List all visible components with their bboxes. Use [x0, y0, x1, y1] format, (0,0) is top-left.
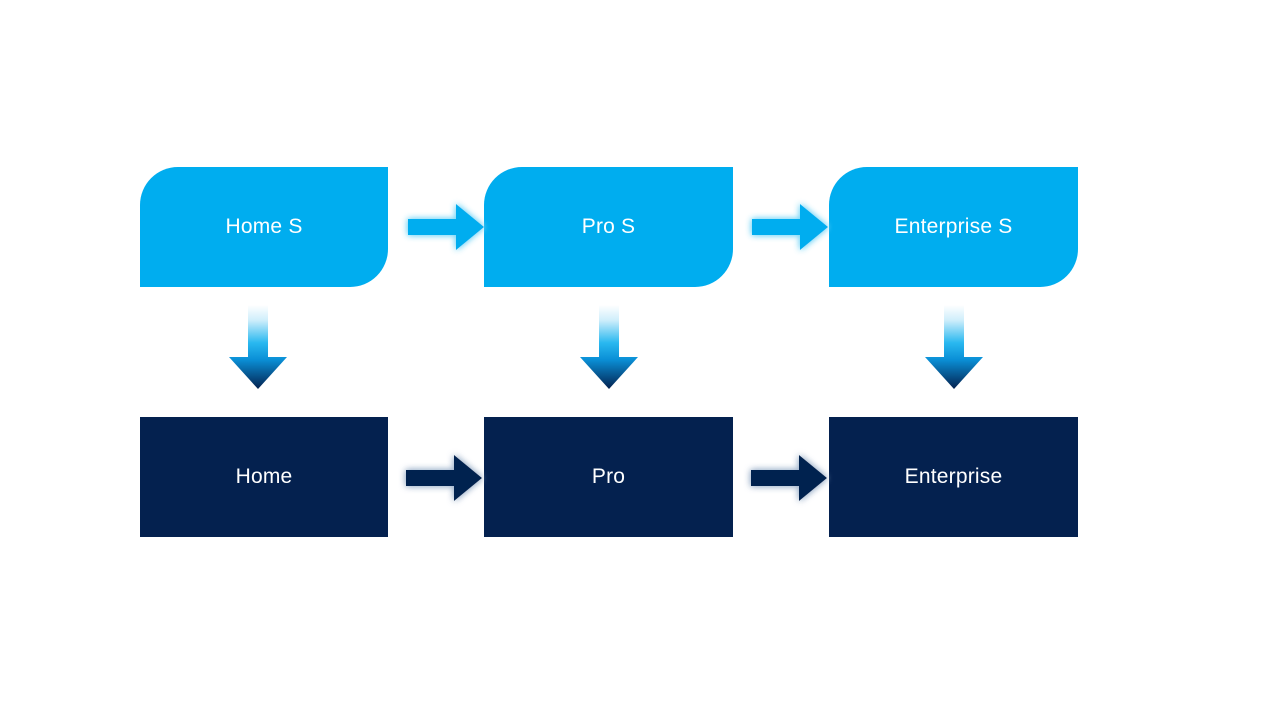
node-home-s[interactable]: Home S	[140, 167, 388, 287]
node-pro-s[interactable]: Pro S	[484, 167, 733, 287]
arrow-right-icon	[406, 455, 482, 501]
node-pro-s-label: Pro S	[581, 215, 636, 239]
arrow-right-icon	[751, 455, 827, 501]
arrow-down-icon	[229, 305, 287, 389]
arrow-right-icon	[752, 204, 828, 250]
node-enterprise[interactable]: Enterprise	[829, 417, 1078, 537]
node-pro[interactable]: Pro	[484, 417, 733, 537]
node-enterprise-label: Enterprise	[904, 465, 1003, 489]
connector-home-to-pro	[404, 449, 484, 507]
node-home[interactable]: Home	[140, 417, 388, 537]
connector-home-s-to-pro-s	[406, 198, 486, 256]
node-pro-label: Pro	[591, 465, 626, 489]
arrow-down-icon	[925, 305, 983, 389]
connector-enterprise-s-to-enterprise	[923, 305, 985, 390]
arrow-right-icon	[408, 204, 484, 250]
connector-pro-s-to-enterprise-s	[750, 198, 830, 256]
node-enterprise-s-label: Enterprise S	[894, 215, 1013, 239]
node-enterprise-s[interactable]: Enterprise S	[829, 167, 1078, 287]
node-home-s-label: Home S	[225, 215, 303, 239]
connector-pro-s-to-pro	[578, 305, 640, 390]
connector-home-s-to-home	[227, 305, 289, 390]
node-home-label: Home	[235, 465, 293, 489]
arrow-down-icon	[580, 305, 638, 389]
connector-pro-to-enterprise	[749, 449, 829, 507]
